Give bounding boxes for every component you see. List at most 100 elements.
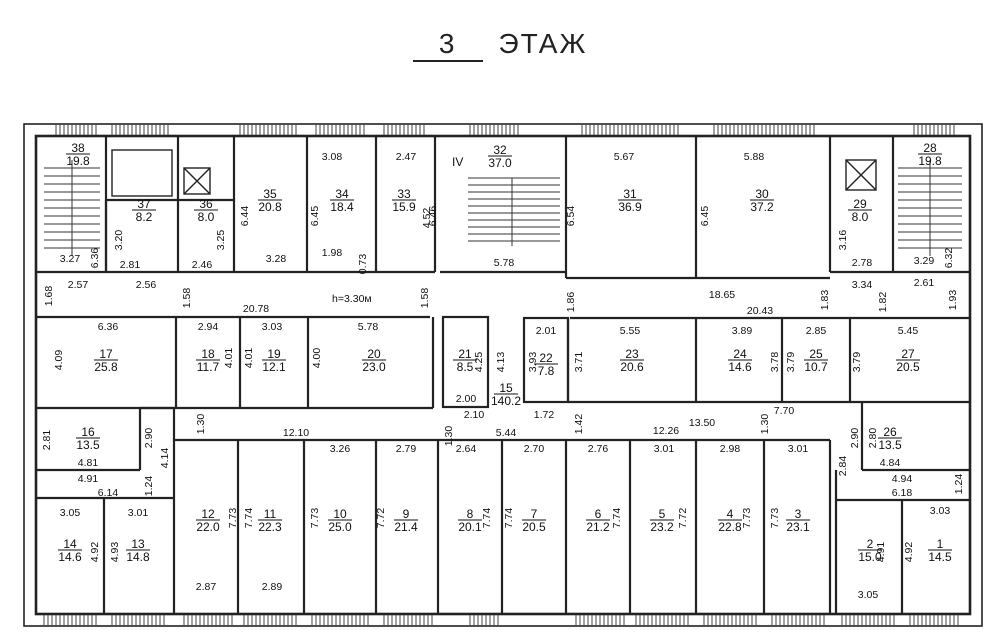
dimension-label: 3.28: [266, 253, 287, 265]
room-number: 29: [853, 197, 867, 211]
room-area: 10.7: [804, 360, 828, 374]
room-number: 3: [795, 507, 802, 521]
room-number: 23: [625, 347, 639, 361]
dimension-label: 3.79: [851, 352, 863, 373]
dimension-label: 4.13: [495, 352, 507, 373]
room-number: 31: [623, 187, 637, 201]
dimension-label: 5.78: [494, 257, 515, 269]
room-area: 14.6: [58, 550, 82, 564]
dimension-label: 3.27: [60, 253, 81, 265]
dimension-label: 2.78: [852, 257, 873, 269]
dimension-label: 7.73: [227, 508, 239, 529]
room-number: 25: [809, 347, 823, 361]
dimension-label: 1.42: [573, 414, 585, 435]
room-area: 11.7: [197, 360, 220, 374]
dimension-label: 2.98: [720, 443, 741, 455]
dimension-label: 2.87: [196, 581, 217, 593]
dimension-label: 20.78: [243, 303, 269, 315]
dimension-label: 3.03: [930, 505, 951, 517]
room-area: 18.4: [330, 200, 354, 214]
dimension-label: 7.73: [741, 508, 753, 529]
stairs: [44, 160, 962, 256]
room-number: 7: [531, 507, 538, 521]
room-area: 13.5: [76, 438, 100, 452]
dimension-label: 3.78: [769, 352, 781, 373]
room-area: 22.3: [258, 520, 282, 534]
dimension-label: 2.10: [464, 409, 485, 421]
dimension-label: 3.79: [785, 352, 797, 373]
room-number: 10: [333, 507, 347, 521]
dimension-label: 4.25: [473, 352, 485, 373]
dimension-label: 3.05: [858, 589, 879, 601]
room-area: 22.8: [718, 520, 742, 534]
dimension-label: 1.30: [443, 426, 455, 447]
dimension-label: 4.01: [243, 348, 255, 369]
room-area: 20.1: [458, 520, 482, 534]
dimension-label: 4.09: [53, 350, 65, 371]
room-area: 37.2: [750, 200, 774, 214]
room-number: 38: [71, 141, 85, 155]
dimension-label: 7.74: [481, 508, 493, 529]
dimension-label: 2.94: [198, 321, 219, 333]
room-number: 16: [81, 425, 95, 439]
room-area: 23.1: [786, 520, 810, 534]
dimension-label: 5.45: [898, 325, 919, 337]
room-area: 20.6: [620, 360, 644, 374]
dimension-label: 6.18: [892, 487, 913, 499]
room-number: 8: [467, 507, 474, 521]
dimension-label: 20.43: [747, 305, 773, 317]
dimension-label: 3.01: [654, 443, 675, 455]
dimension-label: 3.20: [113, 230, 125, 251]
dimension-label: 7.73: [309, 508, 321, 529]
dimension-label: 4.91: [875, 542, 887, 563]
room-number: 19: [267, 347, 281, 361]
interior-walls: [36, 136, 970, 614]
dimension-label: 0.73: [357, 254, 369, 275]
room-number: 34: [335, 187, 349, 201]
room-number: 4: [727, 507, 734, 521]
room-area: 15.9: [392, 200, 416, 214]
dimension-label: 2.90: [849, 428, 861, 449]
dimension-label: 5.88: [744, 151, 765, 163]
dimension-label: 1.30: [759, 414, 771, 435]
windows: [43, 125, 959, 625]
dimension-label: 1.24: [143, 476, 155, 497]
dimension-label: 4.91: [78, 473, 99, 485]
dimension-label: 6.44: [239, 206, 251, 227]
room-number: 13: [131, 537, 145, 551]
dimension-label: 1.83: [819, 290, 831, 311]
dimension-label: 4.00: [311, 348, 323, 369]
dimension-label: 2.90: [143, 428, 155, 449]
room-number: 11: [264, 507, 277, 521]
dimension-label: 2.70: [524, 443, 545, 455]
room-number: 32: [493, 143, 507, 157]
dimension-label: 2.61: [914, 277, 935, 289]
dimension-label: 3.93: [527, 352, 539, 373]
dimension-label: 6.45: [309, 206, 321, 227]
dimension-label: 12.26: [653, 425, 679, 437]
dimension-label: 1.58: [181, 288, 193, 309]
room-area: 13.5: [878, 438, 902, 452]
dimension-label: 4.94: [892, 473, 913, 485]
room-number: 17: [99, 347, 113, 361]
room-area: 8.0: [852, 210, 869, 224]
dimension-label: 4.93: [109, 542, 121, 563]
dimension-label: 4.84: [880, 457, 901, 469]
dimension-label: 4.92: [903, 542, 915, 563]
dimension-label: 1.72: [534, 409, 555, 421]
dimension-label: 12.10: [283, 427, 309, 439]
room-area: 20.5: [522, 520, 546, 534]
room-number: 33: [397, 187, 411, 201]
room-area: 23.2: [650, 520, 674, 534]
room-labels: 3819.8378.2368.03520.83418.43315.93237.0…: [58, 141, 952, 564]
room-number: 14: [63, 537, 77, 551]
room-number: 36: [199, 197, 213, 211]
dimension-label: 6.45: [699, 206, 711, 227]
dimension-label: 2.56: [136, 279, 157, 291]
room-area: 15.0: [858, 550, 882, 564]
dimension-label: 3.89: [732, 325, 753, 337]
dimension-label: 1.68: [43, 286, 55, 307]
dimension-label: 2.00: [456, 393, 477, 405]
dimension-label: 6.46: [427, 206, 439, 227]
